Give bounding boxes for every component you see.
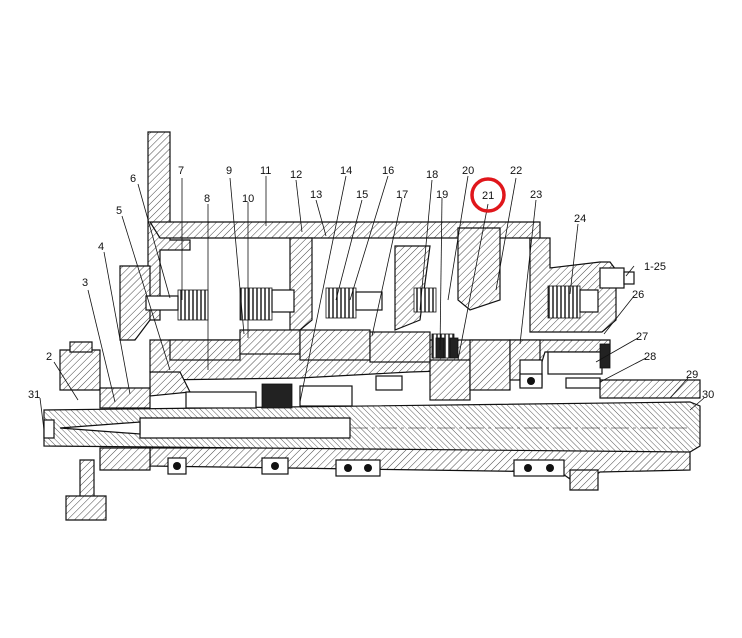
clutch-packs <box>145 285 599 359</box>
label-18: 18 <box>426 169 438 181</box>
label-15: 15 <box>356 189 368 201</box>
label-2: 2 <box>46 351 52 363</box>
label-23: 23 <box>530 189 542 201</box>
label-14: 14 <box>340 165 352 177</box>
label-10: 10 <box>242 193 254 205</box>
label-13: 13 <box>310 189 322 201</box>
label-9: 9 <box>226 165 232 177</box>
label-17: 17 <box>396 189 408 201</box>
label-29: 29 <box>686 369 698 381</box>
label-6: 6 <box>130 173 136 185</box>
label-21: 21 <box>482 190 494 202</box>
label-8: 8 <box>204 193 210 205</box>
label-27: 27 <box>636 331 648 343</box>
label-1-25: 1-25 <box>644 261 666 273</box>
label-28: 28 <box>644 351 656 363</box>
label-3: 3 <box>82 277 88 289</box>
leader-lines <box>39 175 705 431</box>
bolt-1-25 <box>599 267 635 289</box>
label-24: 24 <box>574 213 586 225</box>
label-31: 31 <box>28 389 40 401</box>
gears-and-hubs <box>169 329 611 409</box>
label-4: 4 <box>98 241 104 253</box>
label-30: 30 <box>702 389 714 401</box>
label-16: 16 <box>382 165 394 177</box>
label-26: 26 <box>632 289 644 301</box>
bearings <box>167 373 565 477</box>
label-19: 19 <box>436 189 448 201</box>
label-20: 20 <box>462 165 474 177</box>
part-labels: 1-25 2 3 4 5 6 7 8 9 10 11 12 13 14 15 1… <box>28 165 714 401</box>
label-5: 5 <box>116 205 122 217</box>
label-12: 12 <box>290 169 302 181</box>
label-22: 22 <box>510 165 522 177</box>
label-7: 7 <box>178 165 184 177</box>
main-shaft <box>43 401 701 453</box>
label-11: 11 <box>260 165 271 177</box>
highlight-circle <box>470 177 506 213</box>
